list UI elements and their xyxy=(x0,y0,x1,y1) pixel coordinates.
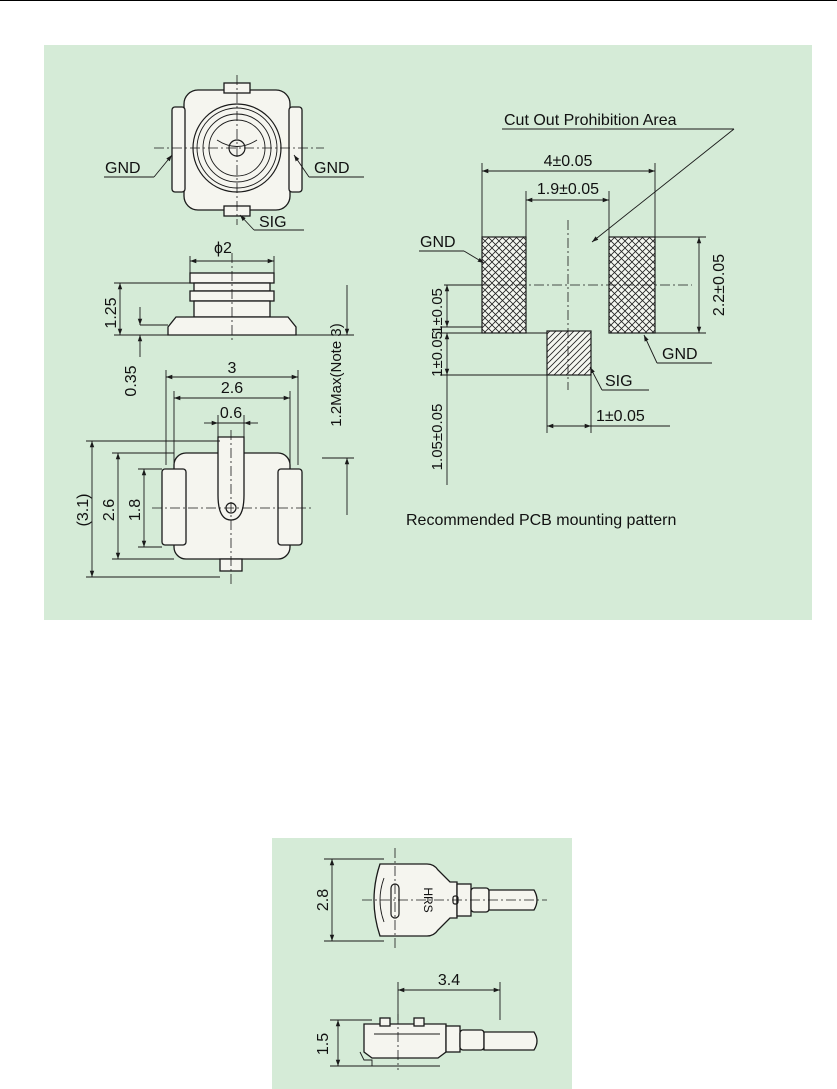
top-gnd-left-label: GND xyxy=(105,160,141,177)
gnd-left-tab xyxy=(172,107,185,192)
pcb-gnd-left-label: GND xyxy=(420,234,456,251)
hrs-marking: HRS xyxy=(421,887,435,912)
pcb-sig-offset-label: 1.05±0.05 xyxy=(429,404,446,471)
side-max-height-label: 1.2Max(Note 3) xyxy=(328,323,345,426)
mated-side-height-label: 1.5 xyxy=(315,1033,332,1055)
mated-length-label: 3.4 xyxy=(438,972,460,989)
bottom-width-inner-label: 2.6 xyxy=(221,380,243,397)
pcb-pad-height-label: 2.2±0.05 xyxy=(711,254,728,316)
mated-connector-panel: 2.8 HRS 3.4 1.5 xyxy=(272,838,572,1089)
top-gnd-right-label: GND xyxy=(314,160,350,177)
pcb-gap-label: 1.9±0.05 xyxy=(537,181,599,198)
pcb-cut-out-label: Cut Out Prohibition Area xyxy=(504,112,677,129)
bottom-height-label: 2.6 xyxy=(101,499,118,521)
page-header-rule xyxy=(0,0,837,1)
connector-drawing: GND GND SIG ϕ2 1.25 0.35 1.2Max(Note 3) xyxy=(44,45,812,620)
mated-side-view xyxy=(330,982,537,1070)
top-sig-label: SIG xyxy=(259,214,287,231)
pcb-sig-label: SIG xyxy=(605,373,633,390)
mated-connector-drawing: 2.8 HRS 3.4 1.5 xyxy=(272,838,572,1089)
bottom-width-outer-label: 3 xyxy=(228,360,237,377)
bottom-pad-height-label: 1.8 xyxy=(127,499,144,521)
bottom-gnd-right-pad xyxy=(278,469,302,545)
side-height-label: 1.25 xyxy=(103,297,120,328)
mated-side-body xyxy=(364,1024,446,1058)
pcb-left-offset-label: 1±0.05 xyxy=(429,288,446,334)
side-diameter-label: ϕ2 xyxy=(214,240,232,257)
pcb-sig-pad xyxy=(547,331,591,375)
bottom-sig-width-label: 0.6 xyxy=(220,405,242,422)
pcb-gnd-to-sig-label: 1±0.05 xyxy=(429,331,446,377)
pcb-caption: Recommended PCB mounting pattern xyxy=(406,512,676,529)
side-base-label: 0.35 xyxy=(123,365,140,396)
bottom-height-ref-label: (3.1) xyxy=(75,494,92,527)
mated-height-label: 2.8 xyxy=(315,889,332,911)
connector-dimension-panel: GND GND SIG ϕ2 1.25 0.35 1.2Max(Note 3) xyxy=(44,45,812,620)
mated-side-collar xyxy=(446,1026,460,1052)
mated-side-cable xyxy=(484,1032,537,1050)
pcb-overall-width-label: 4±0.05 xyxy=(544,153,593,170)
connector-top-view xyxy=(104,75,364,230)
bottom-gnd-left-pad xyxy=(162,469,186,545)
pcb-gnd-right-label: GND xyxy=(662,346,698,363)
pcb-sig-width-label: 1±0.05 xyxy=(596,408,645,425)
connector-bottom-view xyxy=(86,370,312,585)
gnd-right-tab xyxy=(289,107,302,192)
